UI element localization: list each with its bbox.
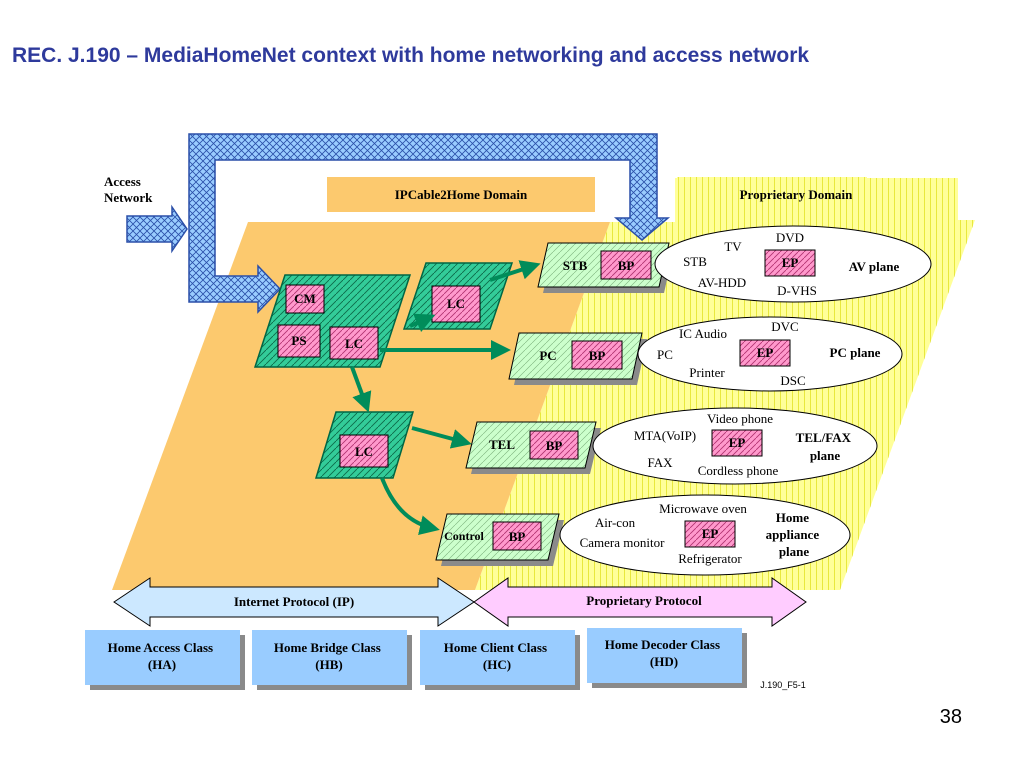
- pc-item-printer: Printer: [689, 365, 725, 380]
- bp-label-pc: BP: [589, 348, 606, 363]
- ipcable2home-domain-label-box: [327, 177, 595, 212]
- proprietary-domain-label-box: [677, 177, 867, 212]
- class-home-bridge-box: [252, 630, 407, 685]
- bp-box-pc: [571, 340, 623, 370]
- arrow-lower-lc-to-tel: [411, 426, 472, 449]
- access-network-label: Access Network: [104, 174, 153, 205]
- tel-fax-plane-name: TEL/FAX plane: [796, 430, 855, 463]
- pc-item-ic-audio: IC Audio: [679, 326, 727, 341]
- pc-item-dsc: DSC: [780, 373, 805, 388]
- access-network-arrow: [126, 204, 188, 254]
- page-number: 38: [939, 706, 962, 728]
- lc-box-lower: [339, 434, 389, 468]
- control-label: Control: [444, 529, 484, 543]
- av-item-av-hdd: AV-HDD: [698, 275, 746, 290]
- home-item-refrigerator: Refrigerator: [678, 551, 742, 566]
- class-home-client: Home Client Class (HC): [420, 630, 580, 690]
- cm-label: CM: [294, 291, 316, 306]
- class-home-access-label: Home Access Class (HA): [108, 640, 217, 672]
- class-home-access-box: [85, 630, 240, 685]
- class-home-decoder-label: Home Decoder Class (HD): [605, 637, 724, 669]
- home-appliance-plane-name: Home appliance plane: [766, 510, 823, 559]
- ep-label-home: EP: [702, 526, 719, 541]
- class-home-decoder: Home Decoder Class (HD): [587, 628, 747, 688]
- bp-box-tel: [529, 430, 579, 460]
- bp-box-control: [492, 521, 542, 551]
- arrow-gw-to-upper-lc: [409, 313, 436, 333]
- lc-box-gateway: [329, 326, 379, 360]
- av-item-tv: TV: [724, 239, 742, 254]
- cm-box: [285, 284, 325, 314]
- av-item-dvd: DVD: [776, 230, 804, 245]
- tel-item-cordless-phone: Cordless phone: [698, 463, 779, 478]
- tel-label: TEL: [489, 437, 515, 452]
- tel-item-mta-voip: MTA(VoIP): [634, 428, 696, 443]
- stb-label: STB: [563, 258, 588, 273]
- lc-label-upper: LC: [447, 296, 465, 311]
- lc-label-gateway: LC: [345, 336, 363, 351]
- ep-box-av: [764, 249, 816, 277]
- pc-plane-name: PC plane: [830, 345, 881, 360]
- class-home-access: Home Access Class (HA): [85, 630, 245, 690]
- home-item-camera-monitor: Camera monitor: [580, 535, 666, 550]
- av-plane-name: AV plane: [849, 259, 900, 274]
- pc-item-dvc: DVC: [771, 319, 798, 334]
- proprietary-domain-label: Proprietary Domain: [740, 187, 854, 202]
- figure-id: J.190_F5-1: [760, 680, 806, 690]
- ep-label-tel: EP: [729, 435, 746, 450]
- access-network-loop-arrow: [188, 133, 671, 314]
- arrow-upper-lc-to-stb: [489, 260, 541, 282]
- ep-box-tel: [711, 429, 763, 457]
- tel-item-video-phone: Video phone: [707, 411, 773, 426]
- home-item-air-con: Air-con: [595, 515, 636, 530]
- class-home-client-box: [420, 630, 575, 685]
- ep-box-home: [684, 520, 736, 548]
- ep-label-pc: EP: [757, 345, 774, 360]
- bp-box-stb: [600, 250, 652, 280]
- ep-box-pc: [739, 339, 791, 367]
- home-item-microwave-oven: Microwave oven: [659, 501, 747, 516]
- bp-label-stb: BP: [618, 258, 635, 273]
- bp-label-control: BP: [509, 529, 526, 544]
- page-title: REC. J.190 – MediaHomeNet context with h…: [12, 44, 810, 67]
- arrow-lower-lc-to-control: [380, 477, 440, 535]
- class-home-bridge-label: Home Bridge Class (HB): [274, 640, 384, 672]
- ep-label-av: EP: [782, 255, 799, 270]
- proprietary-protocol-label: Proprietary Protocol: [586, 593, 702, 608]
- tel-item-fax: FAX: [647, 455, 673, 470]
- av-item-d-vhs: D-VHS: [777, 283, 817, 298]
- av-item-stb: STB: [683, 254, 707, 269]
- proprietary-protocol-arrow: [473, 577, 807, 627]
- ipcable2home-domain-label: IPCable2Home Domain: [395, 187, 528, 202]
- class-home-decoder-box: [587, 628, 742, 683]
- internet-protocol-label: Internet Protocol (IP): [234, 594, 354, 609]
- arrow-gw-to-lower-lc: [350, 366, 372, 413]
- class-home-client-label: Home Client Class (HC): [444, 640, 551, 672]
- bp-label-tel: BP: [546, 438, 563, 453]
- class-home-bridge: Home Bridge Class (HB): [252, 630, 412, 690]
- ps-label: PS: [291, 333, 306, 348]
- pc-item-pc: PC: [657, 347, 673, 362]
- pc-label: PC: [539, 348, 556, 363]
- ps-box: [277, 324, 321, 358]
- lc-box-upper: [431, 285, 481, 323]
- lc-label-lower: LC: [355, 444, 373, 459]
